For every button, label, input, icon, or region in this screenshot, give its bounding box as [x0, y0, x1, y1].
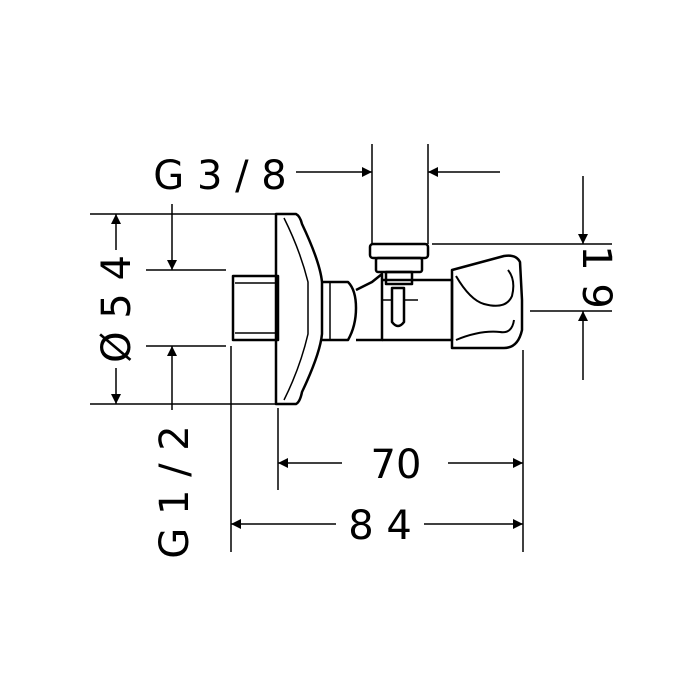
dim-depth-rosette: 70	[278, 442, 523, 488]
dim-inlet-thread: G 1 / 2	[152, 204, 198, 559]
extension-lines	[90, 144, 612, 552]
dim-overall-depth: 8 4	[231, 503, 523, 549]
label-outlet-thread: G 3 / 8	[153, 153, 287, 199]
dim-rosette-diameter: Ø 5 4	[94, 214, 140, 404]
dim-outlet-thread: G 3 / 8	[153, 153, 500, 199]
inlet-thread	[231, 274, 280, 342]
dim-outlet-height: 1 9	[573, 176, 619, 380]
handle	[450, 254, 524, 350]
label-overall-depth: 8 4	[348, 503, 412, 549]
wall-rosette	[274, 212, 324, 406]
angle-valve	[231, 212, 524, 406]
outlet-connector	[368, 242, 430, 328]
label-inlet-thread: G 1 / 2	[152, 425, 198, 559]
label-outlet-height: 1 9	[573, 245, 619, 309]
label-rosette-diameter: Ø 5 4	[94, 255, 140, 363]
label-depth-rosette: 70	[371, 442, 422, 488]
